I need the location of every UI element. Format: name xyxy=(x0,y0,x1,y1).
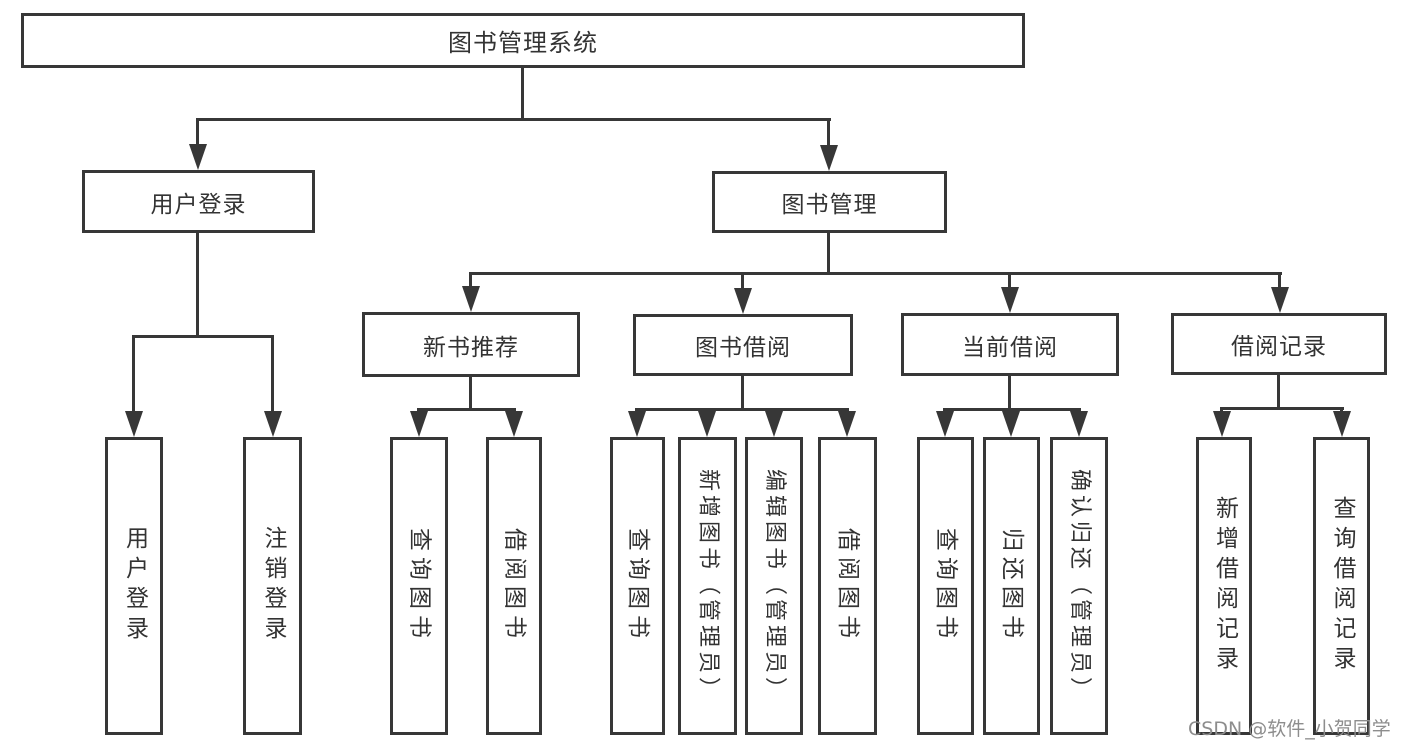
node-root-label: 图书管理系统 xyxy=(448,29,598,57)
node-current-borrow: 当前借阅 xyxy=(901,313,1119,376)
connector-userlogin-shaft-2 xyxy=(271,335,274,423)
connector-userlogin-stem xyxy=(196,233,199,335)
leaf-bb-add-book: 新增图书（管理员） xyxy=(678,437,737,735)
arrowhead-leaf-user-login xyxy=(125,411,143,437)
arrowhead-br-add-record xyxy=(1213,411,1231,437)
leaf-logout: 注销登录 xyxy=(243,437,302,735)
leaf-br-query-record: 查询借阅记录 xyxy=(1313,437,1370,735)
leaf-bb-query-book-label: 查询图书 xyxy=(625,528,651,644)
node-new-book-recommend: 新书推荐 xyxy=(362,312,580,377)
arrowhead-bb-edit-book xyxy=(765,411,783,437)
arrowhead-borrow-records xyxy=(1271,287,1289,313)
leaf-rec-query-book-label: 查询图书 xyxy=(406,528,433,644)
arrowhead-cb-return-book xyxy=(1002,411,1020,437)
connector-root-stem xyxy=(521,68,524,118)
leaf-cb-confirm-return-label: 确认归还（管理员） xyxy=(1067,468,1092,703)
leaf-br-add-record: 新增借阅记录 xyxy=(1196,437,1252,735)
leaf-bb-query-book: 查询图书 xyxy=(610,437,665,735)
leaf-br-add-record-label: 新增借阅记录 xyxy=(1211,496,1238,676)
node-new-book-recommend-label: 新书推荐 xyxy=(423,334,519,361)
arrowhead-br-query-record xyxy=(1333,411,1351,437)
arrowhead-rec-query-book xyxy=(410,411,428,437)
connector-userlogin-shaft-1 xyxy=(132,335,135,423)
node-user-login-label: 用户登录 xyxy=(150,191,247,218)
arrowhead-current-borrow xyxy=(1001,287,1019,313)
connector-br-split xyxy=(1220,407,1344,410)
connector-userlogin-split xyxy=(132,335,274,338)
leaf-rec-borrow-book: 借阅图书 xyxy=(486,437,542,735)
connector-bb-split xyxy=(635,408,849,411)
leaf-bb-edit-book: 编辑图书（管理员） xyxy=(745,437,803,735)
arrowhead-bb-add-book xyxy=(698,411,716,437)
leaf-bb-add-book-label: 新增图书（管理员） xyxy=(695,468,721,703)
leaf-br-query-record-label: 查询借阅记录 xyxy=(1329,496,1355,676)
leaf-cb-return-book-label: 归还图书 xyxy=(999,528,1025,644)
leaf-rec-borrow-book-label: 借阅图书 xyxy=(501,528,528,644)
leaf-cb-query-book: 查询图书 xyxy=(917,437,974,735)
node-book-borrow: 图书借阅 xyxy=(633,314,853,376)
leaf-user-login: 用户登录 xyxy=(105,437,163,735)
connector-rec-split xyxy=(417,408,516,411)
node-user-login: 用户登录 xyxy=(82,170,315,233)
node-borrow-records-label: 借阅记录 xyxy=(1231,334,1327,360)
connector-rec-stem xyxy=(469,377,472,408)
arrowhead-bb-query-book xyxy=(628,411,646,437)
arrowhead-rec-borrow-book xyxy=(505,411,523,437)
arrowhead-bb-borrow-book xyxy=(838,411,856,437)
arrowhead-user-login xyxy=(189,144,207,170)
leaf-bb-borrow-book: 借阅图书 xyxy=(818,437,877,735)
connector-root-right-shaft xyxy=(827,118,830,159)
leaf-user-login-label: 用户登录 xyxy=(121,526,148,646)
connector-root-split xyxy=(196,118,831,121)
node-borrow-records: 借阅记录 xyxy=(1171,313,1387,375)
arrowhead-cb-query-book xyxy=(936,411,954,437)
connector-cb-split xyxy=(943,408,1081,411)
connector-br-stem xyxy=(1277,375,1280,407)
leaf-cb-confirm-return: 确认归还（管理员） xyxy=(1050,437,1108,735)
leaf-logout-label: 注销登录 xyxy=(260,526,286,646)
leaf-cb-return-book: 归还图书 xyxy=(983,437,1040,735)
connector-bb-stem xyxy=(741,376,744,408)
leaf-bb-borrow-book-label: 借阅图书 xyxy=(835,528,861,644)
connector-cb-stem xyxy=(1008,376,1011,408)
connector-bookmgmt-split xyxy=(469,272,1282,275)
arrowhead-cb-confirm-return xyxy=(1070,411,1088,437)
node-root: 图书管理系统 xyxy=(21,13,1025,68)
leaf-bb-edit-book-label: 编辑图书（管理员） xyxy=(762,468,787,703)
connector-bookmgmt-stem xyxy=(827,233,830,272)
csdn-watermark: CSDN @软件_小贺同学 xyxy=(1188,718,1391,740)
leaf-cb-query-book-label: 查询图书 xyxy=(933,528,959,644)
connector-root-left-shaft xyxy=(196,118,199,158)
arrowhead-leaf-logout xyxy=(264,411,282,437)
arrowhead-book-management xyxy=(820,145,838,171)
node-current-borrow-label: 当前借阅 xyxy=(962,334,1058,361)
node-book-borrow-label: 图书借阅 xyxy=(695,335,791,361)
node-book-management-label: 图书管理 xyxy=(781,192,878,218)
leaf-rec-query-book: 查询图书 xyxy=(390,437,448,735)
arrowhead-new-book-recommend xyxy=(462,286,480,312)
arrowhead-book-borrow xyxy=(734,288,752,314)
node-book-management: 图书管理 xyxy=(712,171,947,233)
